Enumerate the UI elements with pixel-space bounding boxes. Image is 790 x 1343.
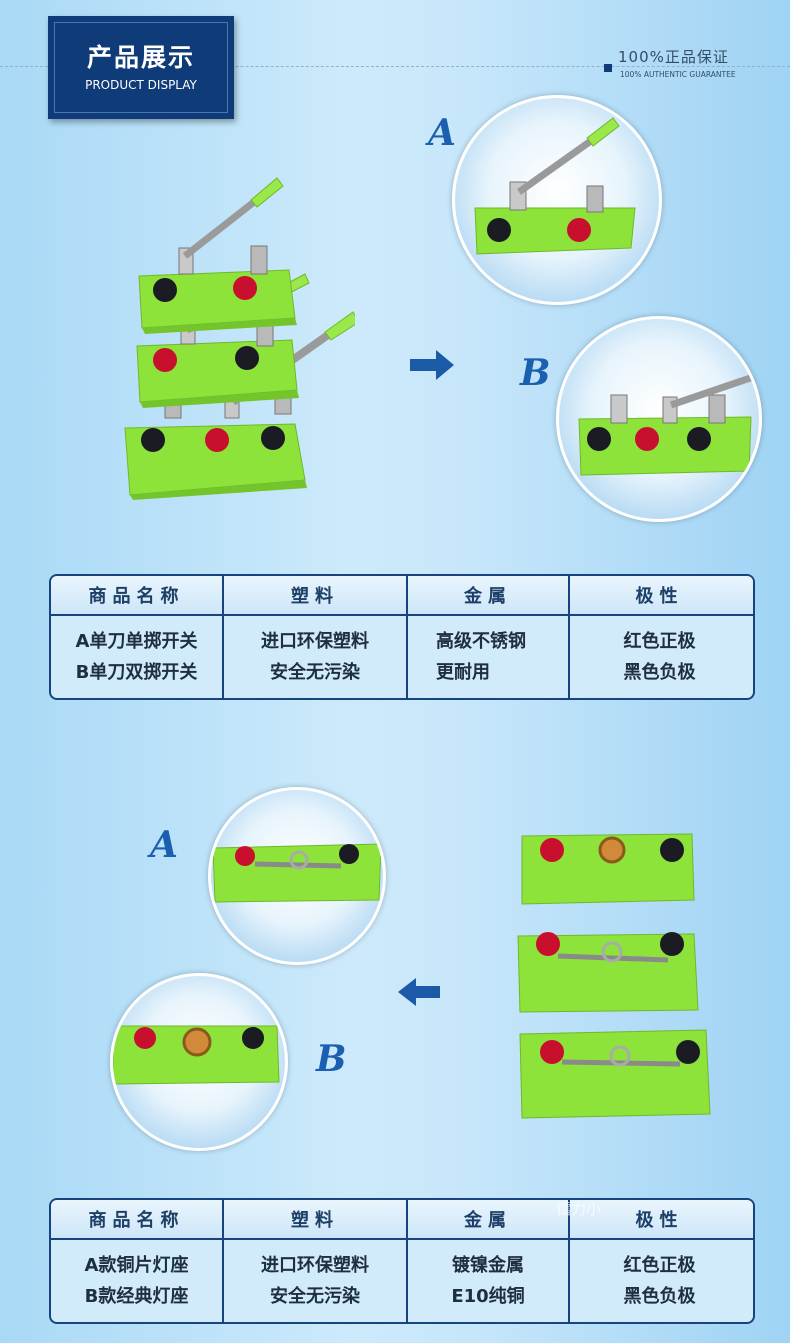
classic-lamp-holder-closeup — [110, 973, 288, 1151]
header-divider — [0, 66, 790, 67]
arrow-left-icon — [398, 978, 440, 1010]
table-header-cell: 极性 — [635, 1210, 684, 1231]
double-throw-switch-closeup — [556, 316, 762, 522]
watermark-text: 镭力小 — [556, 1200, 602, 1218]
polarity-cell: 红色正极黑色负极 — [623, 631, 696, 683]
copper-lamp-holder-closeup — [208, 787, 386, 965]
table-header-cell: 商品名称 — [51, 1200, 224, 1238]
metal-cell: 高级不锈钢更耐用 — [408, 616, 570, 698]
table-header-row: 商品名称 塑料 金属 极性 — [51, 576, 753, 616]
section-title-badge: 产品展示 PRODUCT DISPLAY — [48, 16, 234, 119]
guarantee-text: 100%正品保证 — [618, 48, 729, 66]
guarantee-bullet — [604, 64, 612, 72]
page-title: 产品展示 — [86, 43, 195, 72]
table-header-cell: 极性 — [635, 586, 684, 607]
table-header-cell: 商品名称 — [51, 576, 224, 614]
table-header-cell: 塑料 — [224, 576, 408, 614]
table-header-cell: 金属 — [408, 1200, 570, 1238]
knife-switch-stack-photo — [124, 177, 355, 500]
table-header-cell: 塑料 — [224, 1200, 408, 1238]
plastic-cell: 进口环保塑料安全无污染 — [224, 616, 408, 698]
plastic-cell: 进口环保塑料安全无污染 — [224, 1240, 408, 1322]
label-b: B — [520, 352, 551, 394]
single-throw-switch-closeup — [452, 95, 662, 305]
label-a: A — [150, 824, 178, 866]
label-b: B — [316, 1038, 347, 1080]
table-header-row: 商品名称 塑料 金属 极性 — [51, 1200, 753, 1240]
label-a: A — [428, 112, 456, 154]
guarantee-subtext: 100% AUTHENTIC GUARANTEE — [620, 70, 736, 79]
polarity-cell: 红色正极黑色负极 — [623, 1255, 696, 1307]
lamp-holder-stack-photo — [517, 833, 711, 1119]
table-header-cell: 金属 — [408, 576, 570, 614]
page-subtitle: PRODUCT DISPLAY — [85, 78, 197, 92]
arrow-right-icon — [410, 350, 454, 384]
